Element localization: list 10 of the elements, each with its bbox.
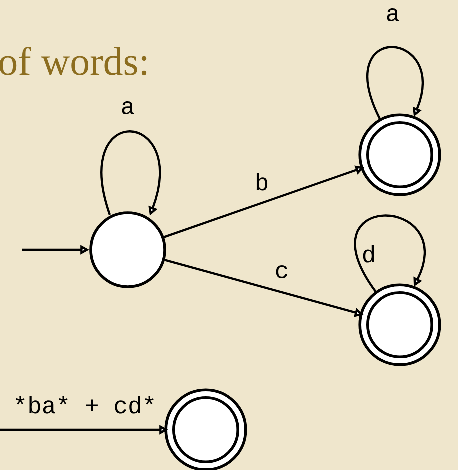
- accepting-state: [358, 114, 442, 196]
- self-loop-arrow: [354, 214, 426, 293]
- accepting-state: [358, 284, 442, 366]
- edge-label: d: [360, 244, 378, 264]
- edge-label: *ba* + cd*: [12, 395, 158, 415]
- accepting-state: [164, 388, 248, 470]
- state-circle: [90, 212, 166, 288]
- title: of words:: [0, 46, 147, 76]
- edge-label: b: [254, 172, 270, 192]
- self-loop-arrow: [366, 46, 424, 120]
